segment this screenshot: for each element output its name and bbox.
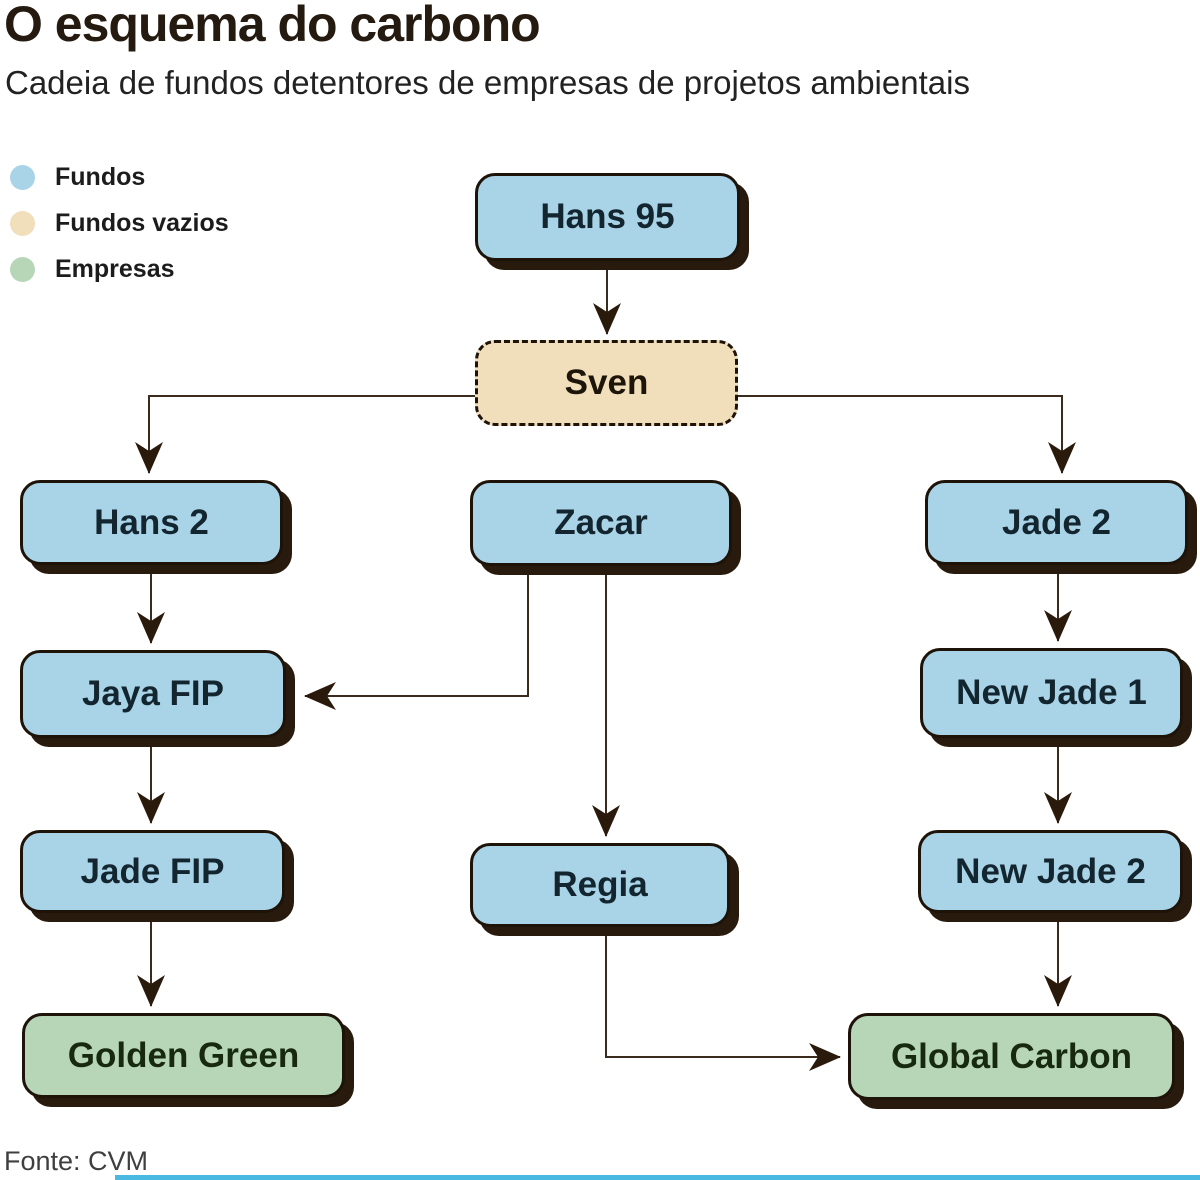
node-newjade2: New Jade 2 xyxy=(918,830,1183,913)
node-zacar: Zacar xyxy=(470,480,732,566)
edge-regia-to-globalcarbon xyxy=(605,928,841,1071)
page-subtitle: Cadeia de fundos detentores de empresas … xyxy=(5,64,970,101)
node-hans95: Hans 95 xyxy=(475,173,740,261)
legend-label: Fundos xyxy=(55,162,146,191)
node-goldengreen: Golden Green xyxy=(22,1013,345,1098)
page-title: O esquema do carbono xyxy=(4,0,541,52)
node-regia: Regia xyxy=(470,843,730,927)
node-label-hans95: Hans 95 xyxy=(540,197,675,236)
node-label-newjade1: New Jade 1 xyxy=(956,673,1147,712)
node-globalcarbon: Global Carbon xyxy=(848,1013,1175,1100)
node-jadefip: Jade FIP xyxy=(20,830,285,913)
legend-item-fundos-vazios: Fundos vazios xyxy=(10,208,229,237)
edge-sven-to-jade2 xyxy=(738,395,1076,474)
node-sven: Sven xyxy=(475,340,738,426)
node-hans2: Hans 2 xyxy=(20,480,283,565)
node-label-jayafip: Jaya FIP xyxy=(81,674,225,713)
empty-fund-color-swatch xyxy=(10,210,35,236)
bottom-accent-bar xyxy=(115,1175,1200,1180)
node-newjade1: New Jade 1 xyxy=(920,648,1183,738)
node-label-jadefip: Jade FIP xyxy=(80,851,225,891)
node-label-sven: Sven xyxy=(564,363,649,402)
legend-label: Empresas xyxy=(55,254,175,283)
fund-color-swatch xyxy=(10,164,35,190)
node-label-globalcarbon: Global Carbon xyxy=(890,1036,1133,1076)
node-label-jade2: Jade 2 xyxy=(1002,502,1111,542)
node-label-newjade2: New Jade 2 xyxy=(955,851,1146,891)
legend: Fundos Fundos vazios Empresas xyxy=(10,162,229,302)
edge-sven-to-hans2 xyxy=(135,395,475,474)
legend-item-fundos: Fundos xyxy=(10,162,229,191)
legend-item-empresas: Empresas xyxy=(10,254,229,283)
node-jade2: Jade 2 xyxy=(925,480,1188,565)
company-color-swatch xyxy=(10,256,35,282)
node-label-goldengreen: Golden Green xyxy=(67,1035,300,1075)
edge-zacar-to-jayafip xyxy=(304,566,529,710)
node-label-regia: Regia xyxy=(552,865,648,904)
node-label-hans2: Hans 2 xyxy=(94,502,209,542)
legend-label: Fundos vazios xyxy=(55,208,229,237)
node-jayafip: Jaya FIP xyxy=(20,650,286,738)
source-note: Fonte: CVM xyxy=(4,1146,149,1176)
node-label-zacar: Zacar xyxy=(554,503,648,542)
